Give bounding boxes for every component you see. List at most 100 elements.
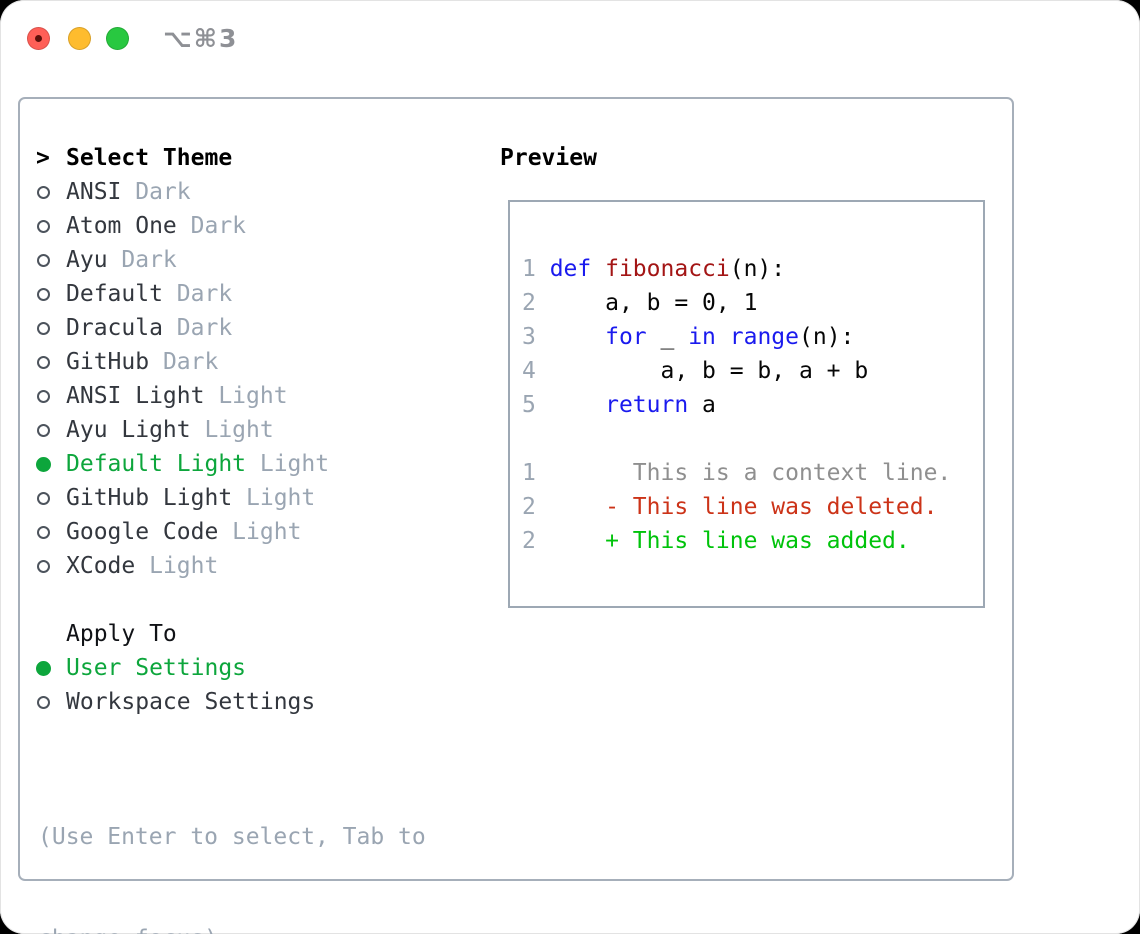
line-number: 2 xyxy=(522,528,550,554)
radio-icon xyxy=(36,660,66,676)
radio-icon xyxy=(36,423,66,437)
theme-name: Ayu Light xyxy=(66,417,191,443)
theme-option[interactable]: Atom One Dark xyxy=(36,209,329,243)
radio-unselected-icon xyxy=(37,389,50,403)
theme-option[interactable]: Ayu Dark xyxy=(36,243,329,277)
radio-icon xyxy=(36,456,66,472)
theme-option[interactable]: ANSI Dark xyxy=(36,175,329,209)
radio-unselected-icon xyxy=(37,695,50,709)
radio-selected-icon xyxy=(36,456,51,472)
code-segment-kw: for xyxy=(605,324,647,350)
theme-variant-tag: Light xyxy=(246,451,330,477)
minimize-button[interactable] xyxy=(68,27,91,50)
theme-variant-tag: Light xyxy=(204,383,288,409)
theme-option[interactable]: GitHub Light Light xyxy=(36,481,329,515)
code-segment-del: - This line was deleted. xyxy=(549,494,938,520)
theme-variant-tag: Dark xyxy=(149,349,219,375)
code-segment-kw: range xyxy=(729,324,799,350)
theme-variant-tag: Light xyxy=(232,485,316,511)
theme-option[interactable]: Default Light Light xyxy=(36,447,329,481)
theme-option[interactable]: Ayu Light Light xyxy=(36,413,329,447)
apply-to-option[interactable]: Workspace Settings xyxy=(36,685,329,719)
code-segment-fn: fibonacci xyxy=(605,256,730,282)
theme-name: ANSI xyxy=(66,179,122,205)
theme-name: Dracula xyxy=(66,315,163,341)
theme-name: GitHub xyxy=(66,349,150,375)
theme-name: Default Light xyxy=(66,451,247,477)
theme-variant-tag: Light xyxy=(190,417,274,443)
theme-option[interactable]: ANSI Light Light xyxy=(36,379,329,413)
radio-icon xyxy=(36,185,66,199)
radio-icon xyxy=(36,525,66,539)
radio-unselected-icon xyxy=(37,219,50,233)
radio-icon xyxy=(36,695,66,709)
radio-unselected-icon xyxy=(37,423,50,437)
code-segment-kw: def xyxy=(549,256,592,282)
radio-icon xyxy=(36,389,66,403)
line-number: 1 xyxy=(522,256,550,282)
radio-unselected-icon xyxy=(37,355,50,369)
theme-variant-tag: Dark xyxy=(107,247,177,273)
theme-variant-tag: Light xyxy=(218,519,302,545)
hint-line-1: (Use Enter to select, Tab to xyxy=(38,824,426,850)
preview-line: 5 return a xyxy=(522,388,975,422)
radio-icon xyxy=(36,491,66,505)
radio-selected-icon xyxy=(36,660,51,676)
radio-icon xyxy=(36,559,66,573)
code-segment-add: + This line was added. xyxy=(549,528,910,554)
zoom-button[interactable] xyxy=(106,27,129,50)
radio-unselected-icon xyxy=(37,525,50,539)
code-segment-kw: in xyxy=(688,324,716,350)
preview-line: 2 - This line was deleted. xyxy=(522,490,975,524)
apply-to-option-label: Workspace Settings xyxy=(66,689,316,715)
theme-name: ANSI Light xyxy=(66,383,205,409)
theme-variant-tag: Light xyxy=(135,553,219,579)
code-segment-plain: (n): xyxy=(799,324,855,350)
theme-name: Default xyxy=(66,281,163,307)
keyboard-hint: (Use Enter to select, Tab to change focu… xyxy=(38,752,426,934)
theme-variant-tag: Dark xyxy=(121,179,191,205)
theme-name: GitHub Light xyxy=(66,485,233,511)
theme-option[interactable]: GitHub Dark xyxy=(36,345,329,379)
theme-option[interactable]: Google Code Light xyxy=(36,515,329,549)
line-number: 5 xyxy=(522,392,550,418)
preview-line: 1 This is a context line. xyxy=(522,456,975,490)
theme-variant-tag: Dark xyxy=(162,315,233,341)
theme-name: XCode xyxy=(66,553,136,579)
line-number: 3 xyxy=(522,324,550,350)
code-segment-plain: a xyxy=(688,392,716,418)
code-segment-plain: a, b = b, a + b xyxy=(549,358,869,384)
hint-line-2: change focus) xyxy=(38,922,426,934)
radio-unselected-icon xyxy=(37,185,50,199)
theme-name: Google Code xyxy=(66,519,219,545)
preview-line: 3 for _ in range(n): xyxy=(522,320,975,354)
radio-unselected-icon xyxy=(37,321,50,335)
theme-select-header: > Select Theme xyxy=(36,141,329,175)
radio-icon xyxy=(36,219,66,233)
code-segment-plain: _ xyxy=(646,324,689,350)
radio-unselected-icon xyxy=(37,559,50,573)
theme-variant-tag: Dark xyxy=(176,213,247,239)
code-segment-plain xyxy=(716,324,730,350)
theme-option[interactable]: Default Dark xyxy=(36,277,329,311)
theme-option[interactable]: Dracula Dark xyxy=(36,311,329,345)
apply-to-option[interactable]: User Settings xyxy=(36,651,329,685)
radio-unselected-icon xyxy=(37,253,50,267)
preview-line xyxy=(522,422,975,456)
apply-to-option-label: User Settings xyxy=(66,655,247,681)
radio-icon xyxy=(36,355,66,369)
code-segment-plain xyxy=(550,324,605,350)
prompt-chevron: > xyxy=(36,145,50,171)
theme-select-title: Select Theme xyxy=(66,145,233,171)
code-segment-ctx: This is a context line. xyxy=(549,460,952,486)
line-number: 4 xyxy=(522,358,550,384)
close-button[interactable] xyxy=(27,27,50,50)
preview-line: 2 + This line was added. xyxy=(522,524,975,558)
radio-icon xyxy=(36,287,66,301)
preview-line: 2 a, b = 0, 1 xyxy=(522,286,975,320)
radio-icon xyxy=(36,321,66,335)
theme-name: Atom One xyxy=(66,213,177,239)
theme-option[interactable]: XCode Light xyxy=(36,549,329,583)
